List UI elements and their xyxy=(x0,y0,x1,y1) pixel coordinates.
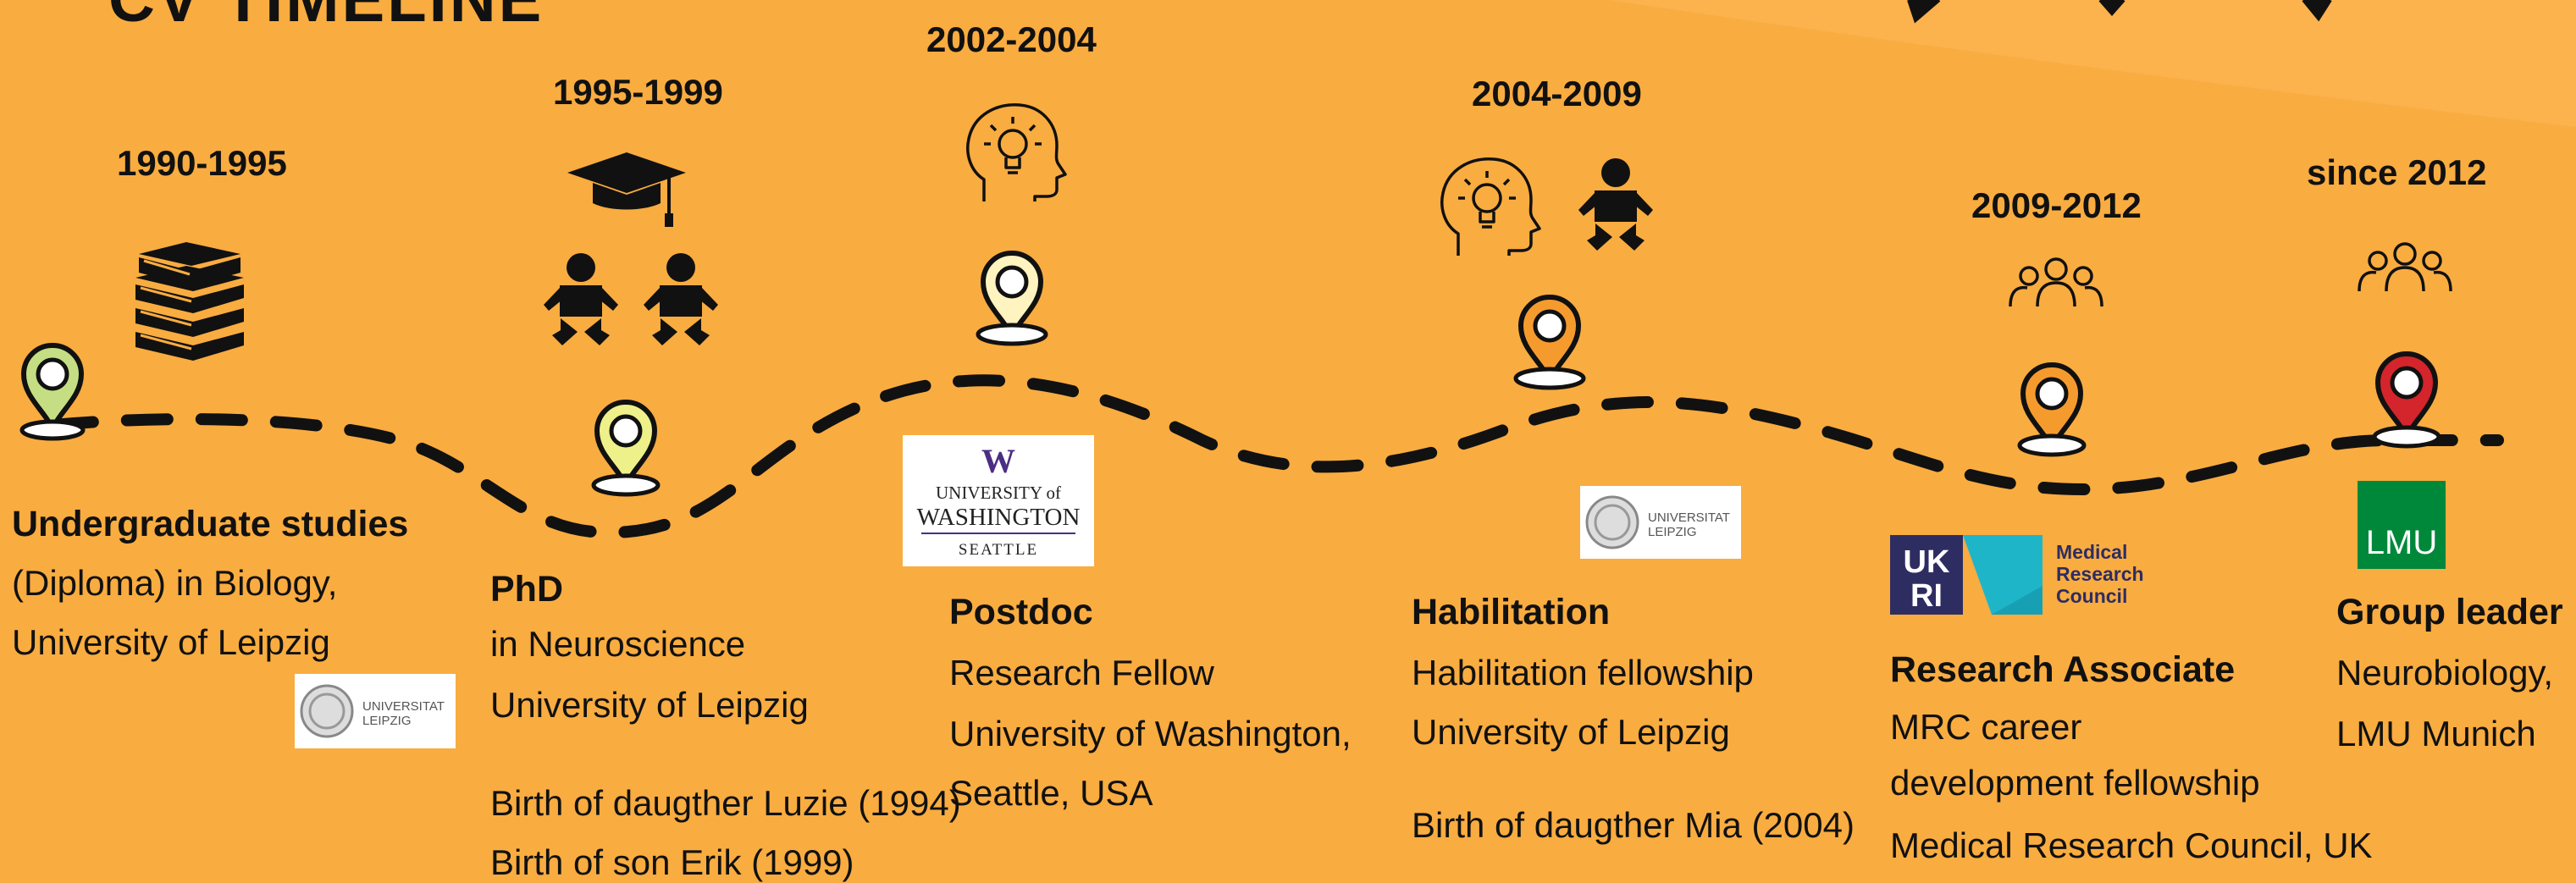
leipzig-university-logo: UNIVERSITAT LEIPZIG xyxy=(295,674,456,748)
top-right-band xyxy=(1609,0,2576,127)
svg-text:WASHINGTON: WASHINGTON xyxy=(917,504,1081,531)
svg-text:RI: RI xyxy=(1910,578,1943,614)
svg-text:UNIVERSITAT: UNIVERSITAT xyxy=(1648,510,1730,525)
pin-2002-shadow xyxy=(976,323,1048,346)
svg-text:Research: Research xyxy=(2056,563,2144,585)
milestone-heading: Group leader xyxy=(2336,592,2563,632)
head-lightbulb-icon xyxy=(1440,157,1541,257)
baby-icon xyxy=(644,253,718,345)
milestone-line: Seattle, USA xyxy=(949,773,1153,813)
svg-text:SEATTLE: SEATTLE xyxy=(959,541,1038,559)
milestone-line: Research Fellow xyxy=(949,653,1214,693)
svg-text:Medical: Medical xyxy=(2056,541,2127,563)
milestone-line: in Neuroscience xyxy=(490,624,746,664)
milestone-heading: Research Associate xyxy=(1890,649,2236,690)
graduation-cap-icon xyxy=(566,151,688,229)
period-label: since 2012 xyxy=(2307,152,2487,192)
pin-1990 xyxy=(24,345,81,429)
milestone-line: LMU Munich xyxy=(2336,714,2536,753)
chevron-decoration xyxy=(1907,0,2332,24)
milestone-heading: PhD xyxy=(490,569,563,610)
svg-text:UNIVERSITY of: UNIVERSITY of xyxy=(936,483,1061,503)
svg-text:Council: Council xyxy=(2056,585,2127,607)
head-lightbulb-icon xyxy=(966,103,1067,203)
milestone-line: MRC career xyxy=(1890,707,2082,747)
baby-icon xyxy=(544,253,618,345)
period-label: 2002-2004 xyxy=(926,19,1097,59)
milestone-line: Neurobiology, xyxy=(2336,653,2554,693)
milestone-heading: Postdoc xyxy=(949,592,1093,632)
pin-2012 xyxy=(2378,354,2435,438)
pin-1995 xyxy=(597,402,655,486)
milestone-extra: Birth of daugther Mia (2004) xyxy=(1412,805,1855,845)
milestone-line: Medical Research Council, UK xyxy=(1890,825,2373,865)
milestone-heading: Habilitation xyxy=(1412,592,1611,632)
milestone-extra: Birth of daugther Luzie (1994) xyxy=(490,783,961,823)
milestone-extra: Birth of son Erik (1999) xyxy=(490,842,854,882)
period-label: 2009-2012 xyxy=(1971,185,2142,225)
pin-2009-shadow xyxy=(2017,433,2087,457)
milestone-line: (Diploma) in Biology, xyxy=(12,563,338,603)
timeline-path xyxy=(47,374,2504,539)
university-of-washington-logo: W UNIVERSITY of WASHINGTON SEATTLE xyxy=(903,435,1094,566)
pin-2012-shadow xyxy=(2372,425,2441,449)
page-title: CV TIMELINE xyxy=(108,0,544,32)
period-label: 1990-1995 xyxy=(117,143,287,183)
svg-text:LMU: LMU xyxy=(2366,524,2437,561)
group-icon xyxy=(2358,242,2452,293)
milestone-line: development fellowship xyxy=(1890,763,2260,803)
milestone-heading: Undergraduate studies xyxy=(12,504,409,544)
svg-text:LEIPZIG: LEIPZIG xyxy=(362,714,412,728)
pin-2004-shadow xyxy=(1513,367,1586,390)
group-icon xyxy=(2009,257,2103,308)
period-label: 1995-1999 xyxy=(553,72,723,112)
period-label: 2004-2009 xyxy=(1472,74,1642,113)
pin-1990-shadow xyxy=(19,419,86,441)
baby-icon xyxy=(1578,158,1653,251)
milestone-line: University of Leipzig xyxy=(1412,712,1730,752)
books-icon xyxy=(134,240,246,362)
pin-1995-shadow xyxy=(591,473,661,497)
milestone-line: University of Leipzig xyxy=(12,622,330,662)
lmu-logo: LMU xyxy=(2358,481,2446,569)
milestone-line: University of Leipzig xyxy=(490,685,809,725)
leipzig-university-logo: UNIVERSITAT LEIPZIG xyxy=(1580,486,1741,559)
svg-text:W: W xyxy=(981,442,1015,480)
svg-text:LEIPZIG: LEIPZIG xyxy=(1648,525,1697,539)
svg-text:UNIVERSITAT: UNIVERSITAT xyxy=(362,699,445,714)
mrc-ukri-logo: UK RI Medical Research Council xyxy=(1890,535,2144,615)
milestone-line: University of Washington, xyxy=(949,714,1352,753)
milestone-line: Habilitation fellowship xyxy=(1412,653,1754,693)
svg-text:UK: UK xyxy=(1904,544,1950,580)
